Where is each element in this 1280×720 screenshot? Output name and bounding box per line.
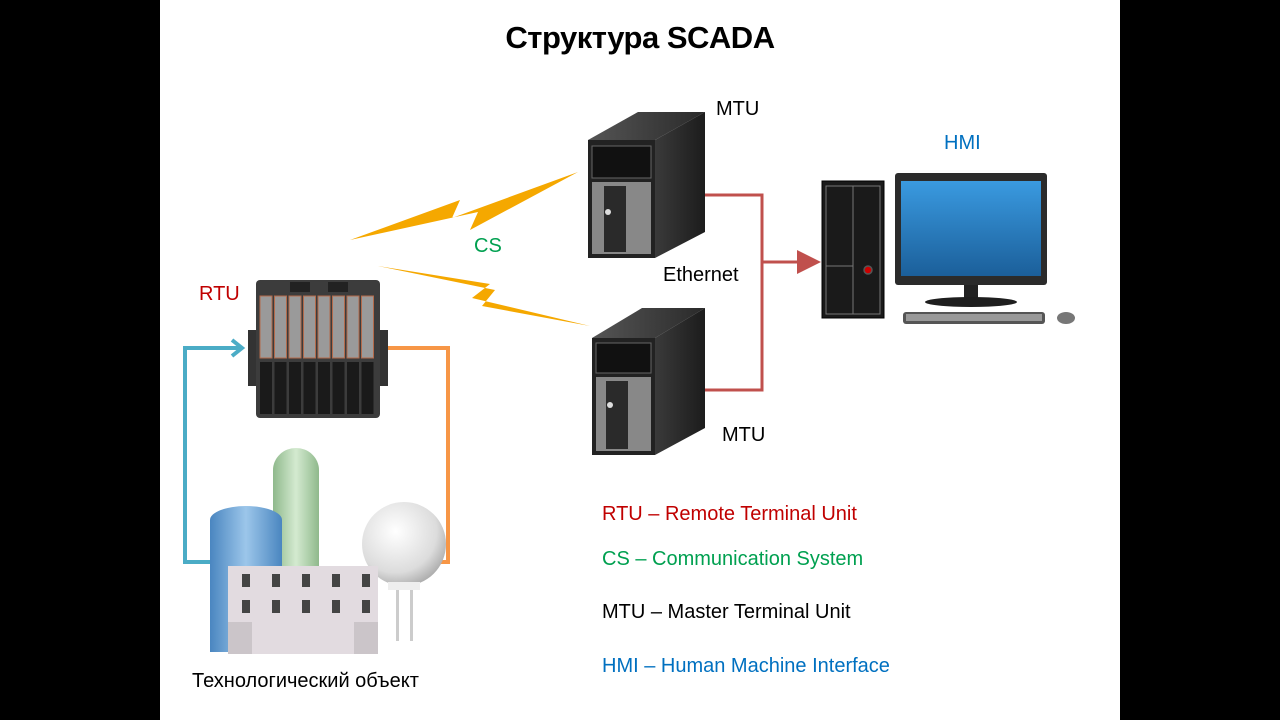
legend-hmi: HMI – Human Machine Interface <box>602 655 890 677</box>
plant-window <box>272 574 280 587</box>
mtu-top-label: MTU <box>716 98 760 120</box>
rtu-module <box>332 295 345 359</box>
mtu-server-bottom-icon <box>592 308 705 455</box>
rtu-terminal-block <box>318 362 330 414</box>
legend-mtu: MTU – Master Terminal Unit <box>602 601 851 623</box>
plant-window <box>272 600 280 613</box>
mtu-bottom-label: MTU <box>722 424 766 446</box>
rtu-terminal-block <box>274 362 287 414</box>
slide-title: Структура SCADA <box>505 20 775 55</box>
legend-cs: CS – Communication System <box>602 548 864 570</box>
rtu-terminal-block <box>303 362 316 414</box>
rtu-module <box>259 295 273 359</box>
rtu-module <box>361 295 374 359</box>
plant-window <box>242 574 250 587</box>
plant-window <box>302 600 310 613</box>
cs-label: CS <box>474 235 502 257</box>
plant-window <box>332 600 340 613</box>
rtu-label: RTU <box>199 283 240 305</box>
rtu-module <box>303 295 316 359</box>
hmi-workstation-icon <box>821 173 1075 324</box>
technological-plant-icon <box>210 448 446 654</box>
wireless-link-top <box>350 172 578 240</box>
rtu-module <box>274 295 287 359</box>
plant-window <box>302 574 310 587</box>
legend-rtu: RTU – Remote Terminal Unit <box>602 503 857 525</box>
rtu-terminal-block <box>289 362 301 414</box>
plant-window <box>362 574 370 587</box>
ethernet-label: Ethernet <box>663 264 739 286</box>
plant-window <box>242 600 250 613</box>
rtu-module <box>288 295 302 359</box>
rtu-terminal-block <box>332 362 345 414</box>
rtu-device-icon <box>248 280 388 418</box>
ethernet-connection <box>705 193 821 392</box>
hmi-label: HMI <box>944 132 981 154</box>
rtu-terminal-block <box>260 362 272 414</box>
input-signal-arrow <box>183 338 246 564</box>
rtu-module <box>346 295 360 359</box>
rtu-module <box>317 295 331 359</box>
slide: Структура SCADA MTU MTU HMI RTU CS Ether… <box>160 0 1120 720</box>
plant-window <box>362 600 370 613</box>
diagram-canvas <box>183 112 1075 654</box>
plant-window <box>332 574 340 587</box>
rtu-terminal-block <box>347 362 359 414</box>
mtu-server-top-icon <box>588 112 705 258</box>
wireless-link-bottom <box>378 266 590 326</box>
rtu-terminal-block <box>361 362 374 414</box>
plant-label: Технологический объект <box>192 670 419 692</box>
